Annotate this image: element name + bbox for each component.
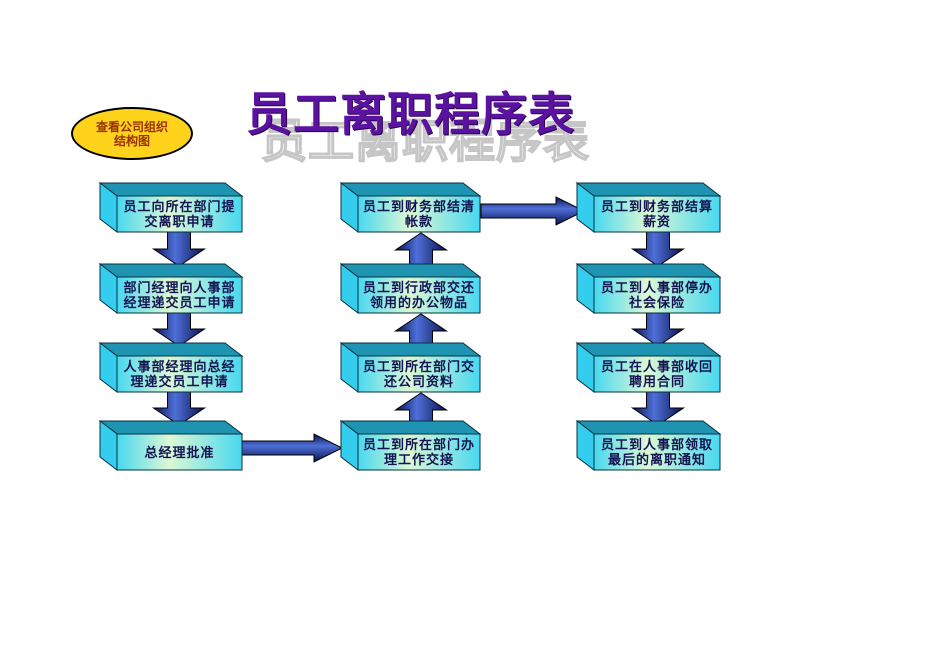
flow-box-middle-4	[339, 419, 482, 472]
flow-box-left-4	[98, 419, 244, 472]
box-top-face	[339, 342, 482, 357]
box-front-face	[593, 276, 721, 314]
box-front-face	[593, 195, 721, 233]
arrow-up-middle-1	[393, 232, 449, 269]
box-top-face	[339, 420, 482, 435]
flow-box-middle-2	[339, 262, 482, 315]
box-top-face	[98, 182, 244, 197]
flow-box-left-2	[98, 262, 244, 315]
page-title-shadow: 员工离职程序表	[260, 115, 590, 167]
arrow-down-left-2	[151, 308, 207, 347]
box-front-face	[116, 433, 243, 471]
box-top-face	[575, 420, 722, 435]
box-front-face	[357, 355, 481, 393]
box-front-face	[116, 276, 243, 314]
flow-box-middle-3	[339, 341, 482, 394]
box-front-face	[357, 276, 481, 314]
arrow-down-left-1	[151, 227, 207, 267]
flow-box-left-3	[98, 341, 244, 394]
box-top-face	[339, 182, 482, 197]
flow-box-right-3	[575, 341, 722, 394]
flow-box-right-4	[575, 419, 722, 472]
org-chart-link-label: 查看公司组织 结构图	[95, 119, 168, 148]
arrow-down-left-3	[151, 387, 207, 426]
org-chart-link[interactable]: 查看公司组织 结构图	[71, 107, 193, 160]
box-top-face	[339, 263, 482, 278]
box-top-face	[98, 342, 244, 357]
box-top-face	[575, 182, 722, 197]
flow-box-right-1	[575, 181, 722, 234]
box-front-face	[593, 355, 721, 393]
box-front-face	[116, 355, 243, 393]
flow-box-middle-1	[339, 181, 482, 234]
arrow-down-right-3	[630, 387, 686, 426]
arrow-right-top	[480, 196, 586, 226]
arrow-down-right-1	[630, 227, 686, 267]
box-top-face	[575, 263, 722, 278]
box-front-face	[116, 195, 243, 233]
box-top-face	[575, 342, 722, 357]
page-title: 员工离职程序表	[246, 89, 575, 140]
box-front-face	[357, 433, 481, 471]
arrow-right-bottom	[241, 433, 344, 463]
flow-box-left-1	[98, 181, 244, 234]
box-front-face	[593, 433, 721, 471]
arrow-down-right-2	[630, 308, 686, 347]
box-front-face	[357, 195, 481, 233]
box-top-face	[98, 420, 244, 435]
flow-box-right-2	[575, 262, 722, 315]
box-top-face	[98, 263, 244, 278]
